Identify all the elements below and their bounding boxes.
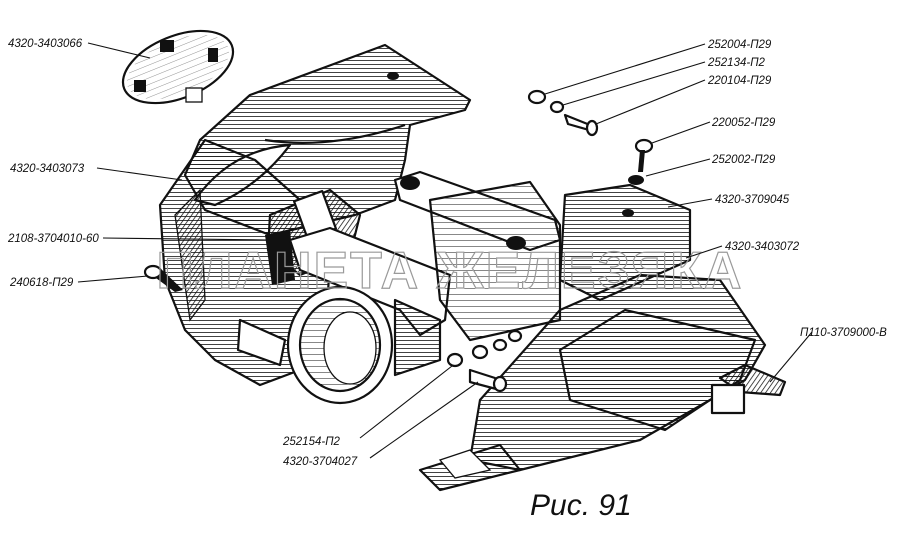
part-label: 220104-П29	[707, 75, 772, 87]
part-label: 252154-П2	[282, 436, 341, 448]
callout-2108-3704010-60: 2108-3704010-60	[7, 233, 269, 245]
part-label: 4320-3403073	[10, 163, 85, 175]
part-label: 220052-П29	[711, 117, 776, 129]
part-label: 4320-3403072	[725, 241, 800, 253]
callout-252134-p2: 252134-П2	[562, 57, 766, 106]
part-label: 2108-3704010-60	[7, 233, 99, 245]
callout-4320-3704027: 4320-3704027	[283, 381, 479, 468]
callout-4320-3403066: 4320-3403066	[8, 38, 151, 59]
callouts: 4320-3403066 4320-3403073 2108-3704010-6…	[7, 38, 887, 468]
callout-252002-p29: 252002-П29	[645, 154, 776, 177]
part-label: 4320-3704027	[283, 456, 358, 468]
watermark-text: ПЛАНЕТА ЖЕЛЕЗЯКА	[157, 242, 744, 300]
callout-p110-3709000-v: П110-3709000-В	[769, 327, 887, 383]
part-label: 4320-3709045	[715, 194, 790, 206]
fasteners	[143, 89, 654, 393]
left-shroud-body	[158, 138, 332, 387]
part-label: 252002-П29	[711, 154, 776, 166]
cover-plate-part	[121, 29, 235, 105]
parts-drawing	[121, 29, 787, 492]
callout-4320-3709045: 4320-3709045	[667, 194, 790, 208]
callout-4320-3403072: 4320-3403072	[685, 241, 800, 259]
figure-caption: Рис. 91	[530, 489, 632, 522]
lower-shroud-part	[418, 183, 767, 492]
part-label: 4320-3403066	[8, 38, 83, 50]
callout-220104-p29: 220104-П29	[595, 75, 772, 125]
part-label: П110-3709000-В	[800, 327, 887, 339]
clamp-ring-part	[286, 226, 452, 405]
callout-252154-p2: 252154-П2	[282, 365, 453, 448]
part-label: 252134-П2	[707, 57, 766, 69]
callout-220052-p29: 220052-П29	[651, 117, 776, 144]
part-label: 252004-П29	[707, 39, 772, 51]
part-label: 240618-П29	[9, 277, 74, 289]
callout-240618-p29: 240618-П29	[9, 275, 149, 289]
callout-4320-3403073: 4320-3403073	[10, 163, 183, 181]
callout-252004-p29: 252004-П29	[544, 39, 772, 95]
lever-part	[710, 363, 787, 415]
